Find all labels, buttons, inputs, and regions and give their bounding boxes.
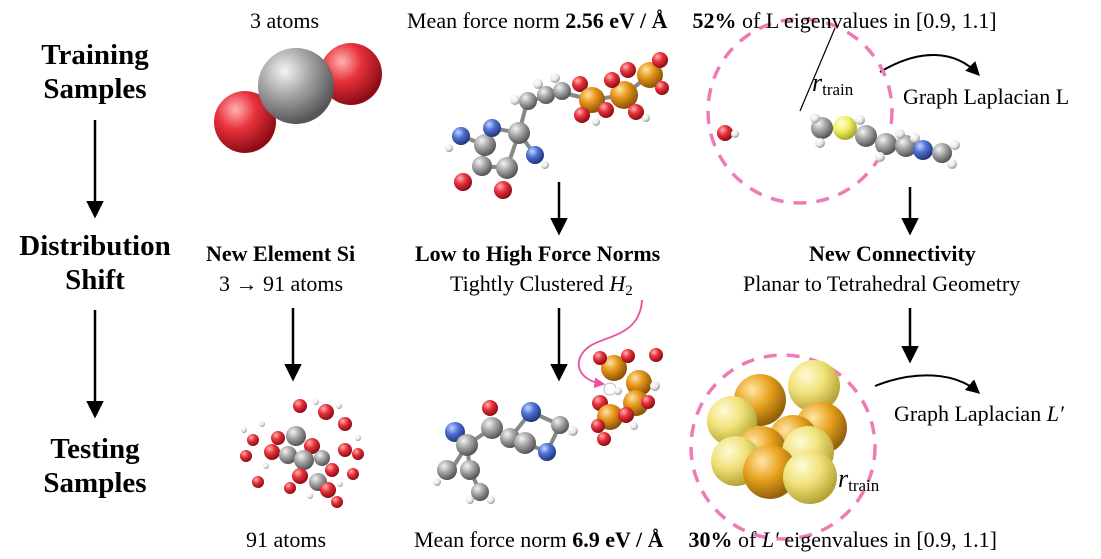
radius-symbol-train: r: [812, 68, 823, 97]
test-caption-line: Mean force norm 6.9 eV / Å 30% of L′ eig…: [414, 527, 997, 553]
col2-test-caption-prefix: Mean force norm: [414, 527, 573, 552]
row-label-shift-line2: Shift: [65, 264, 125, 296]
col2-train-caption-prefix: Mean force norm: [407, 8, 566, 33]
row-label-shift: Distribution Shift: [5, 229, 185, 297]
radius-subscript-test: train: [848, 476, 880, 495]
row-label-testing: Testing Samples: [20, 432, 170, 500]
train-caption-line: Mean force norm 2.56 eV / Å 52% of L eig…: [407, 8, 997, 34]
col3-test-eig-text: eigenvalues in: [778, 527, 917, 552]
col2-h2-subscript: 2: [625, 283, 633, 299]
molecule-training-chain: [706, 17, 960, 205]
col3-test-eig-interval: [0.9, 1.1]: [916, 527, 997, 552]
col1-shift-title: New Element Si: [206, 241, 356, 266]
row-label-testing-line2: Samples: [43, 467, 147, 499]
col1-shift-detail: 3 → 91 atoms: [219, 271, 344, 296]
col3-train-eig-text: of L eigenvalues in: [736, 8, 916, 33]
molecule-si-cluster: [240, 399, 364, 508]
molecule-testing-phosphate: [591, 348, 663, 446]
row-label-shift-line1: Distribution: [19, 230, 171, 262]
col3-shift-title: New Connectivity: [809, 241, 976, 266]
col2-shift-detail-prefix: Tightly Clustered: [450, 271, 610, 296]
col3-train-eig-pct: 52%: [692, 8, 737, 33]
laplacian-arrow-train: [879, 54, 980, 77]
col3-test-eig-pct: 30%: [688, 527, 733, 552]
col3-shift-detail: Planar to Tetrahedral Geometry: [743, 271, 1021, 296]
row-label-training-line2: Samples: [43, 73, 147, 105]
col2-train-force-norm: 2.56 eV / Å: [565, 8, 668, 33]
col2-h2-symbol: H: [609, 271, 626, 296]
row-label-training-line1: Training: [41, 39, 149, 71]
col2-shift-detail: Tightly Clustered H2: [450, 271, 633, 304]
radius-subscript-train: train: [822, 80, 854, 99]
radius-symbol-test: r: [838, 464, 849, 493]
laplacian-arrow-test: [874, 374, 981, 394]
col2-test-force-norm: 6.9 eV / Å: [572, 527, 664, 552]
radius-line-train: [799, 27, 836, 112]
cutoff-circle-test: [689, 353, 877, 541]
radius-label-train: rtrain: [812, 70, 853, 103]
molecule-co2: [214, 43, 382, 153]
col3-test-eig-symbol: L′: [761, 527, 779, 552]
col3-train-eig-interval: [0.9, 1.1]: [915, 8, 997, 33]
cutoff-circle-train: [706, 17, 894, 205]
graph-laplacian-test: Graph Laplacian L′: [894, 401, 1064, 427]
graph-laplacian-train: Graph Laplacian L: [903, 84, 1070, 109]
col1-test-caption: 91 atoms: [246, 527, 327, 552]
graph-laplacian-test-symbol: L′: [1046, 401, 1064, 426]
h2-pointer-arrow: [577, 299, 643, 389]
graph-laplacian-test-prefix: Graph Laplacian: [894, 401, 1047, 426]
row-label-training: Training Samples: [20, 38, 170, 106]
col1-train-caption: 3 atoms: [250, 8, 320, 33]
molecule-testing-si-cluster: [689, 353, 877, 541]
molecule-training-nucleotide: [445, 52, 669, 199]
radius-label-test: rtrain: [838, 466, 879, 499]
molecule-testing-nucleotide: [433, 400, 578, 504]
row-label-testing-line1: Testing: [50, 433, 140, 465]
col3-test-eig-of: of: [732, 527, 762, 552]
col2-shift-title: Low to High Force Norms: [415, 241, 661, 266]
